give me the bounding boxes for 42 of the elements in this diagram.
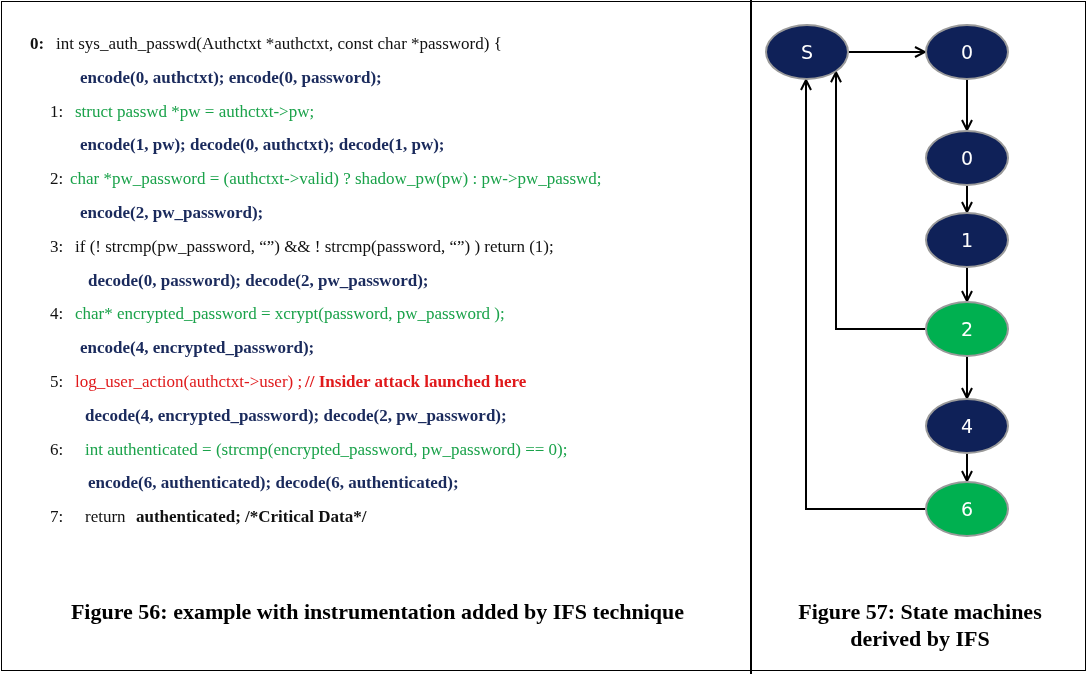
state-label: 1: [960, 229, 974, 251]
line-number: 0:: [30, 34, 45, 54]
arrow: [800, 79, 926, 510]
code-line: encode(4, encrypted_password);: [80, 338, 315, 359]
arrow: [961, 79, 973, 131]
arrow: [961, 453, 973, 482]
code-line: decode(0, password); decode(2, pw_password);: [88, 270, 429, 291]
line-number: 3:: [50, 236, 64, 257]
code-line: log_user_action(authctxt->user) ;: [75, 372, 303, 392]
arrow: [961, 185, 973, 213]
line-number: 4:: [50, 304, 64, 325]
line-number: 7:: [50, 507, 64, 528]
code-line: char* encrypted_password = xcrypt(password, pw_password );: [75, 304, 505, 325]
code-line: encode(1, pw); decode(0, authctxt); decode(1, pw);: [80, 135, 445, 156]
state-label: S: [800, 41, 814, 63]
state-label: 6: [960, 498, 974, 520]
state-label: 0: [960, 147, 974, 169]
line-number: 6:: [50, 439, 64, 460]
code-line: decode(4, encrypted_password); decode(2, pw_password);: [85, 405, 507, 426]
line-number: 5:: [50, 372, 64, 392]
code-line: encode(6, authenticated); decode(6, authenticated);: [88, 473, 459, 494]
code-line: if (! strcmp(pw_password, “”) && ! strcmp(password, “”) ) return (1);: [75, 236, 554, 257]
arrow: [961, 356, 973, 399]
code-line: authenticated; /*Critical Data*/: [136, 507, 367, 528]
code-line: return: [85, 507, 126, 528]
code-line: char *pw_password = (authctxt->valid) ? shadow_pw(pw) : pw->pw_passwd;: [70, 169, 602, 190]
state-label: 2: [960, 318, 974, 340]
figure-caption: Figure 56: example with instrumentation added by IFS technique: [69, 598, 686, 625]
arrow: [961, 267, 973, 302]
code-line: struct passwd *pw = authctxt->pw;: [75, 101, 315, 122]
line-number: 2:: [50, 169, 64, 190]
state-label: 4: [960, 415, 974, 437]
arrow: [848, 46, 926, 58]
code-line: encode(0, authctxt); encode(0, password);: [80, 67, 382, 88]
figure-caption: Figure 57: State machines derived by IFS: [797, 598, 1043, 652]
code-line: encode(2, pw_password);: [80, 203, 264, 223]
code-comment: // Insider attack launched here: [305, 372, 527, 392]
line-number: 1:: [50, 101, 64, 122]
code-line: int authenticated = (strcmp(encrypted_password, pw_password) == 0);: [85, 439, 568, 460]
state-label: 0: [960, 41, 974, 63]
arrow: [830, 71, 926, 330]
code-line: int sys_auth_passwd(Authctxt *authctxt, const char *password) {: [56, 34, 502, 54]
